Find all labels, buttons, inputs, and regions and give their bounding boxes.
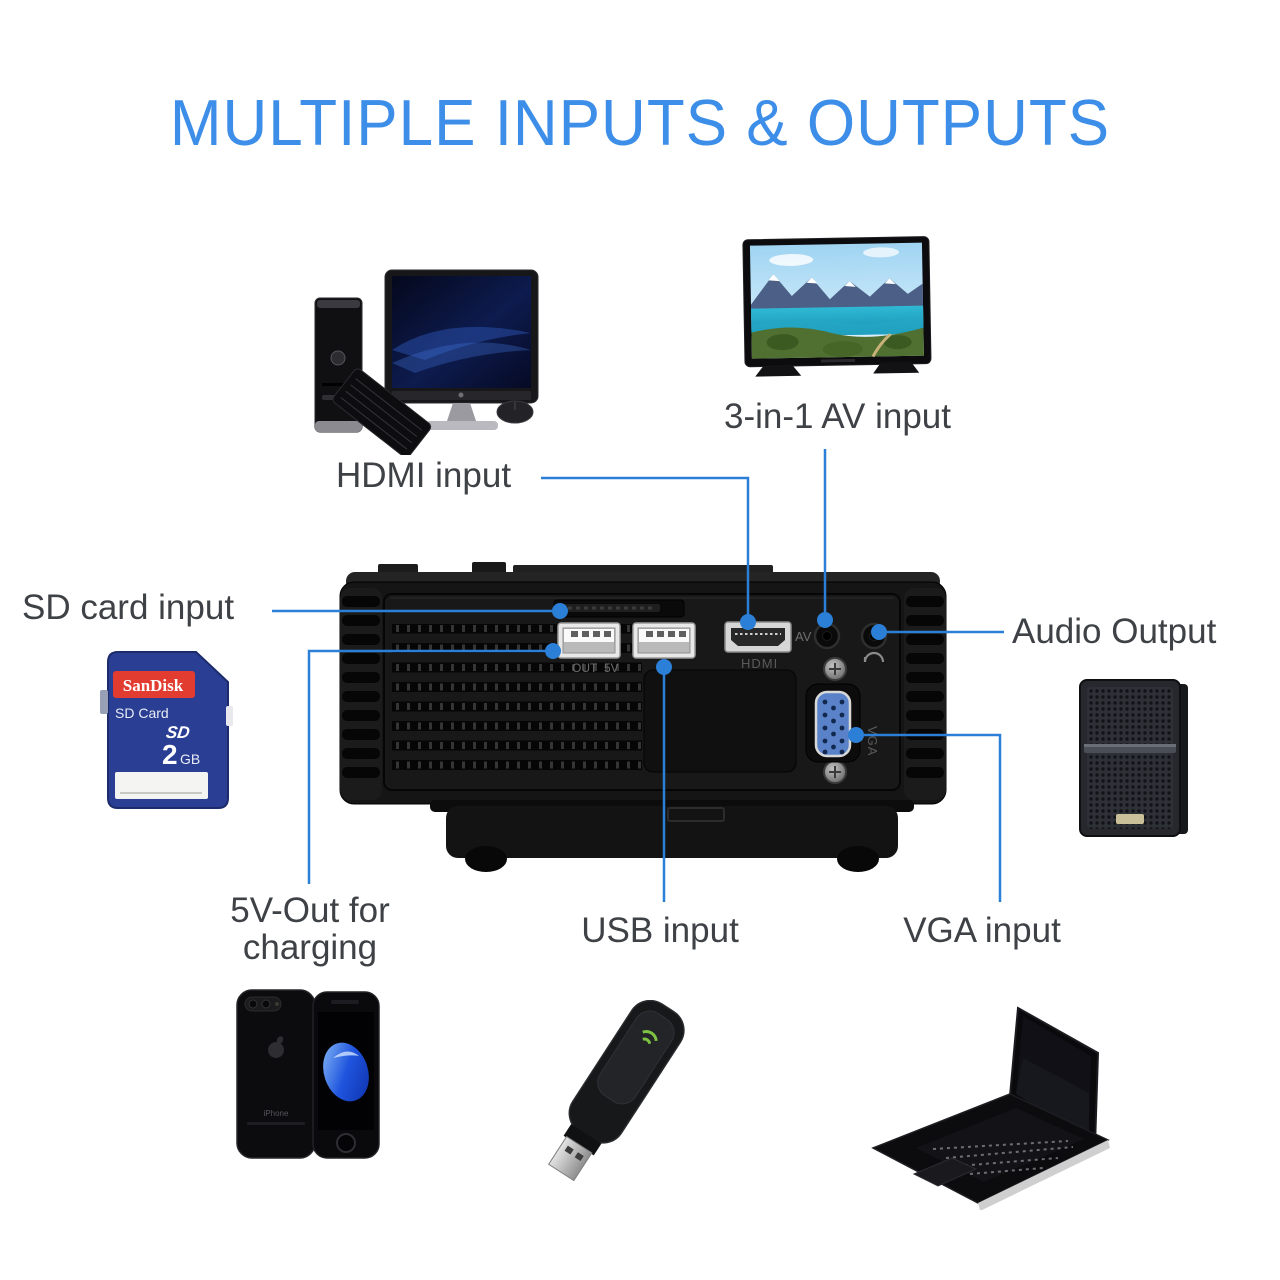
projector-back-panel: OUT 5V HDMI AV bbox=[338, 560, 948, 875]
sd-type-text: SD Card bbox=[115, 705, 169, 721]
sd-card-slot bbox=[553, 599, 685, 618]
screw-top bbox=[823, 657, 847, 681]
usb-port-input bbox=[632, 622, 696, 659]
usb-dongle-icon bbox=[540, 1000, 720, 1200]
audio-output-label: Audio Output bbox=[1012, 612, 1217, 651]
hdmi-input-label: HDMI input bbox=[336, 456, 512, 495]
projector-base bbox=[430, 800, 914, 872]
sd-label-area bbox=[115, 772, 208, 799]
laptop-touchpad bbox=[912, 1157, 978, 1187]
hdmi-port: HDMI bbox=[724, 621, 792, 671]
phone-front bbox=[312, 991, 380, 1159]
speaker-badge bbox=[1116, 814, 1144, 824]
laptop-icon bbox=[858, 998, 1120, 1210]
usb-out-label: OUT bbox=[572, 661, 598, 675]
five-v-out-label: 5V-Out for charging bbox=[180, 892, 440, 966]
speaker-icon bbox=[1076, 676, 1196, 846]
five-v-out-label-line1: 5V-Out for bbox=[230, 891, 390, 930]
speaker-grille bbox=[1087, 687, 1173, 829]
phone-back: iPhone bbox=[236, 989, 316, 1159]
pc-keyboard bbox=[332, 368, 432, 455]
sd-logo-text: SD bbox=[165, 723, 191, 742]
smartphone-icon: iPhone bbox=[233, 988, 383, 1160]
tv-screen bbox=[749, 242, 924, 359]
five-v-out-label-line2: charging bbox=[242, 928, 378, 967]
projector-right-ribs bbox=[904, 588, 946, 800]
dongle-led bbox=[642, 1030, 658, 1042]
usb-5v-label: 5V bbox=[604, 661, 619, 675]
desktop-pc-icon bbox=[295, 255, 570, 455]
sd-red-band bbox=[113, 671, 195, 698]
projector-left-ribs bbox=[340, 588, 382, 800]
vga-input-label: VGA input bbox=[903, 911, 1061, 950]
page-title: MULTIPLE INPUTS & OUTPUTS bbox=[169, 87, 1111, 160]
tv-icon bbox=[722, 225, 972, 397]
sd-lock-tab bbox=[100, 690, 108, 714]
sd-capacity-number: 2 bbox=[162, 739, 178, 770]
sd-card-input-label: SD card input bbox=[22, 588, 235, 627]
av-input-label: 3-in-1 AV input bbox=[724, 397, 951, 436]
vga-port-label: VGA bbox=[865, 726, 880, 756]
sd-brand-text: SanDisk bbox=[123, 676, 184, 695]
phone-back-label: iPhone bbox=[264, 1109, 289, 1118]
pc-mouse bbox=[496, 400, 534, 424]
dongle-usb-connector bbox=[547, 1135, 593, 1182]
sd-capacity-unit: GB bbox=[180, 751, 200, 767]
av-jack-label: AV bbox=[795, 629, 812, 644]
sd-card-icon: SanDisk SD Card SD 2 GB bbox=[100, 648, 235, 818]
usb-input-label: USB input bbox=[581, 911, 739, 950]
pc-monitor bbox=[384, 269, 539, 430]
projector-recess bbox=[643, 669, 797, 773]
vga-port: VGA bbox=[805, 683, 880, 763]
hdmi-port-label: HDMI bbox=[741, 656, 778, 671]
usb-port-5v-out: OUT 5V bbox=[557, 622, 621, 675]
screw-bottom bbox=[823, 760, 847, 784]
